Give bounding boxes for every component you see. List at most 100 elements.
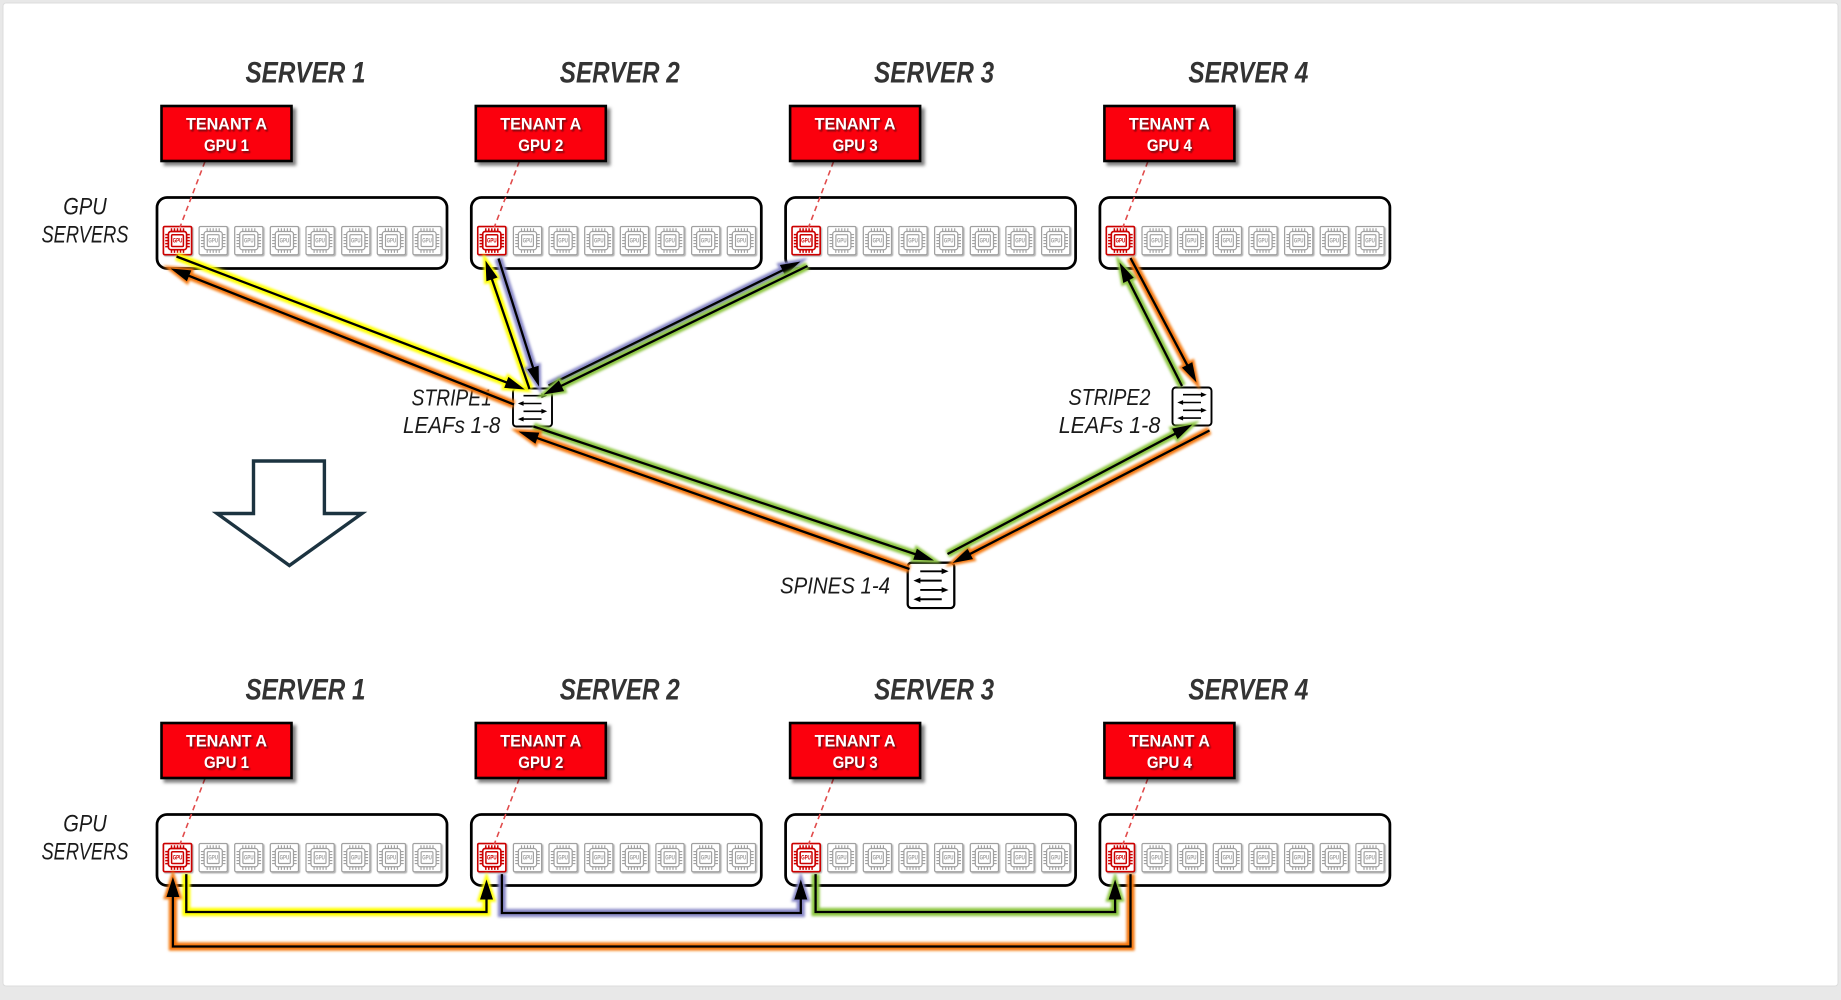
tenant-gpu-chip — [162, 225, 193, 256]
tenant-label-line2: GPU 4 — [1147, 753, 1192, 772]
flow-core-line — [176, 255, 511, 385]
gpu-chip — [1248, 225, 1278, 256]
flow-leaf1-to-gpu1 — [162, 265, 516, 409]
tenant-box — [474, 721, 608, 780]
tenant-gpu-dashed-link — [493, 161, 521, 228]
tenant-label-line2: GPU 3 — [833, 136, 878, 155]
gpu-chip — [305, 225, 335, 256]
tenant-label-line1: TENANT A — [500, 732, 581, 751]
tenant-gpu-dashed-link — [179, 778, 206, 845]
gpu-chip — [969, 842, 1000, 873]
gpu-chip — [305, 842, 335, 873]
flow-core-line — [547, 267, 787, 387]
gpu-chip — [1248, 842, 1278, 873]
tenant-label-line2: GPU 2 — [518, 753, 563, 772]
server-title: SERVER 1 — [246, 57, 366, 90]
stripe2-switch-icon — [1171, 386, 1213, 427]
flow-leaf1-to-gpu3 — [546, 257, 808, 390]
arrowhead — [952, 548, 973, 563]
spines-label: SPINES 1-4 — [780, 573, 890, 599]
arrowhead — [1119, 262, 1134, 283]
gpu-chip — [655, 842, 685, 873]
gpu-chip — [512, 225, 543, 256]
flow-core-line — [497, 258, 536, 372]
gpu-chip — [584, 842, 614, 873]
server-chassis — [155, 813, 449, 887]
gpu-chip — [690, 842, 721, 873]
flow-gpu1-to-gpu2 — [182, 872, 497, 917]
tenant-badge: TENANT A GPU 2 — [474, 721, 608, 780]
flow-spine-to-leaf1 — [510, 428, 911, 573]
tenant-gpu-dashed-link — [1122, 778, 1149, 845]
flow-leaf1-to-gpu2 — [482, 252, 534, 391]
flow-core-line — [966, 429, 1211, 557]
tenant-gpu-chip — [1105, 225, 1136, 256]
flow-core-line — [489, 275, 531, 390]
flow-core-line — [533, 435, 910, 571]
flow-gpu4-to-gpu1 — [163, 869, 1135, 951]
gpu-chip — [269, 842, 300, 873]
flow-gpu3-to-gpu4 — [811, 872, 1125, 917]
gpu-chip — [726, 225, 757, 256]
arrowhead — [1181, 362, 1197, 383]
tenant-gpu-dashed-link — [179, 161, 206, 228]
gpu-chip — [548, 842, 578, 873]
gpu-chip — [376, 225, 407, 256]
arrowhead — [480, 879, 493, 900]
gpu-chip — [619, 842, 650, 873]
tenant-box — [788, 104, 922, 163]
gpu-chip — [1212, 225, 1243, 256]
gpu-chip — [1040, 842, 1071, 873]
tenant-label-line1: TENANT A — [186, 115, 267, 134]
tenant-gpu-chip — [1105, 842, 1136, 873]
gpu-chip — [933, 225, 964, 256]
tenant-box — [1103, 104, 1236, 163]
arrowhead — [779, 261, 801, 276]
tenant-label-line2: GPU 3 — [833, 753, 878, 772]
gpu-chip — [969, 225, 1000, 256]
tenant-gpu-chip — [791, 225, 822, 256]
gpu-chip — [269, 225, 300, 256]
flow-core-line — [500, 874, 802, 915]
gpu-chip — [1141, 225, 1171, 256]
arrowhead — [485, 260, 498, 282]
tenant-label-line1: TENANT A — [186, 732, 267, 751]
tenant-label-line1: TENANT A — [815, 115, 896, 134]
gpu-chip — [1040, 225, 1071, 256]
server-chassis — [1098, 196, 1392, 270]
flow-core-line — [1129, 257, 1191, 369]
server-chassis — [469, 813, 763, 887]
side-label-line2: SERVERS — [42, 839, 129, 866]
tenant-gpu-dashed-link — [807, 778, 835, 845]
tenant-box — [160, 104, 293, 163]
gpu-chip — [898, 842, 928, 873]
gpu-chip — [933, 842, 964, 873]
server-chassis — [1098, 813, 1392, 887]
gpu-chip — [341, 842, 371, 873]
flow-core-line — [946, 430, 1179, 556]
flow-gpu3-to-leaf1 — [536, 262, 810, 399]
gpu-chip — [655, 225, 685, 256]
gpu-chip — [619, 225, 650, 256]
gpu-chip — [1355, 842, 1385, 873]
flow-core-line — [171, 874, 1132, 948]
gpu-chip — [726, 842, 757, 873]
flow-core-line — [184, 273, 515, 406]
tenant-label-line2: GPU 4 — [1147, 136, 1192, 155]
gpu-chip — [1005, 225, 1035, 256]
gpu-chip — [234, 225, 264, 256]
flow-leaf2-to-spine — [945, 426, 1212, 567]
tenant-label-line1: TENANT A — [815, 732, 896, 751]
flow-gpu2-to-leaf1 — [494, 257, 542, 395]
tenant-label-line1: TENANT A — [1129, 115, 1210, 134]
gpu-chip — [1319, 842, 1350, 873]
arrowhead — [527, 365, 539, 387]
